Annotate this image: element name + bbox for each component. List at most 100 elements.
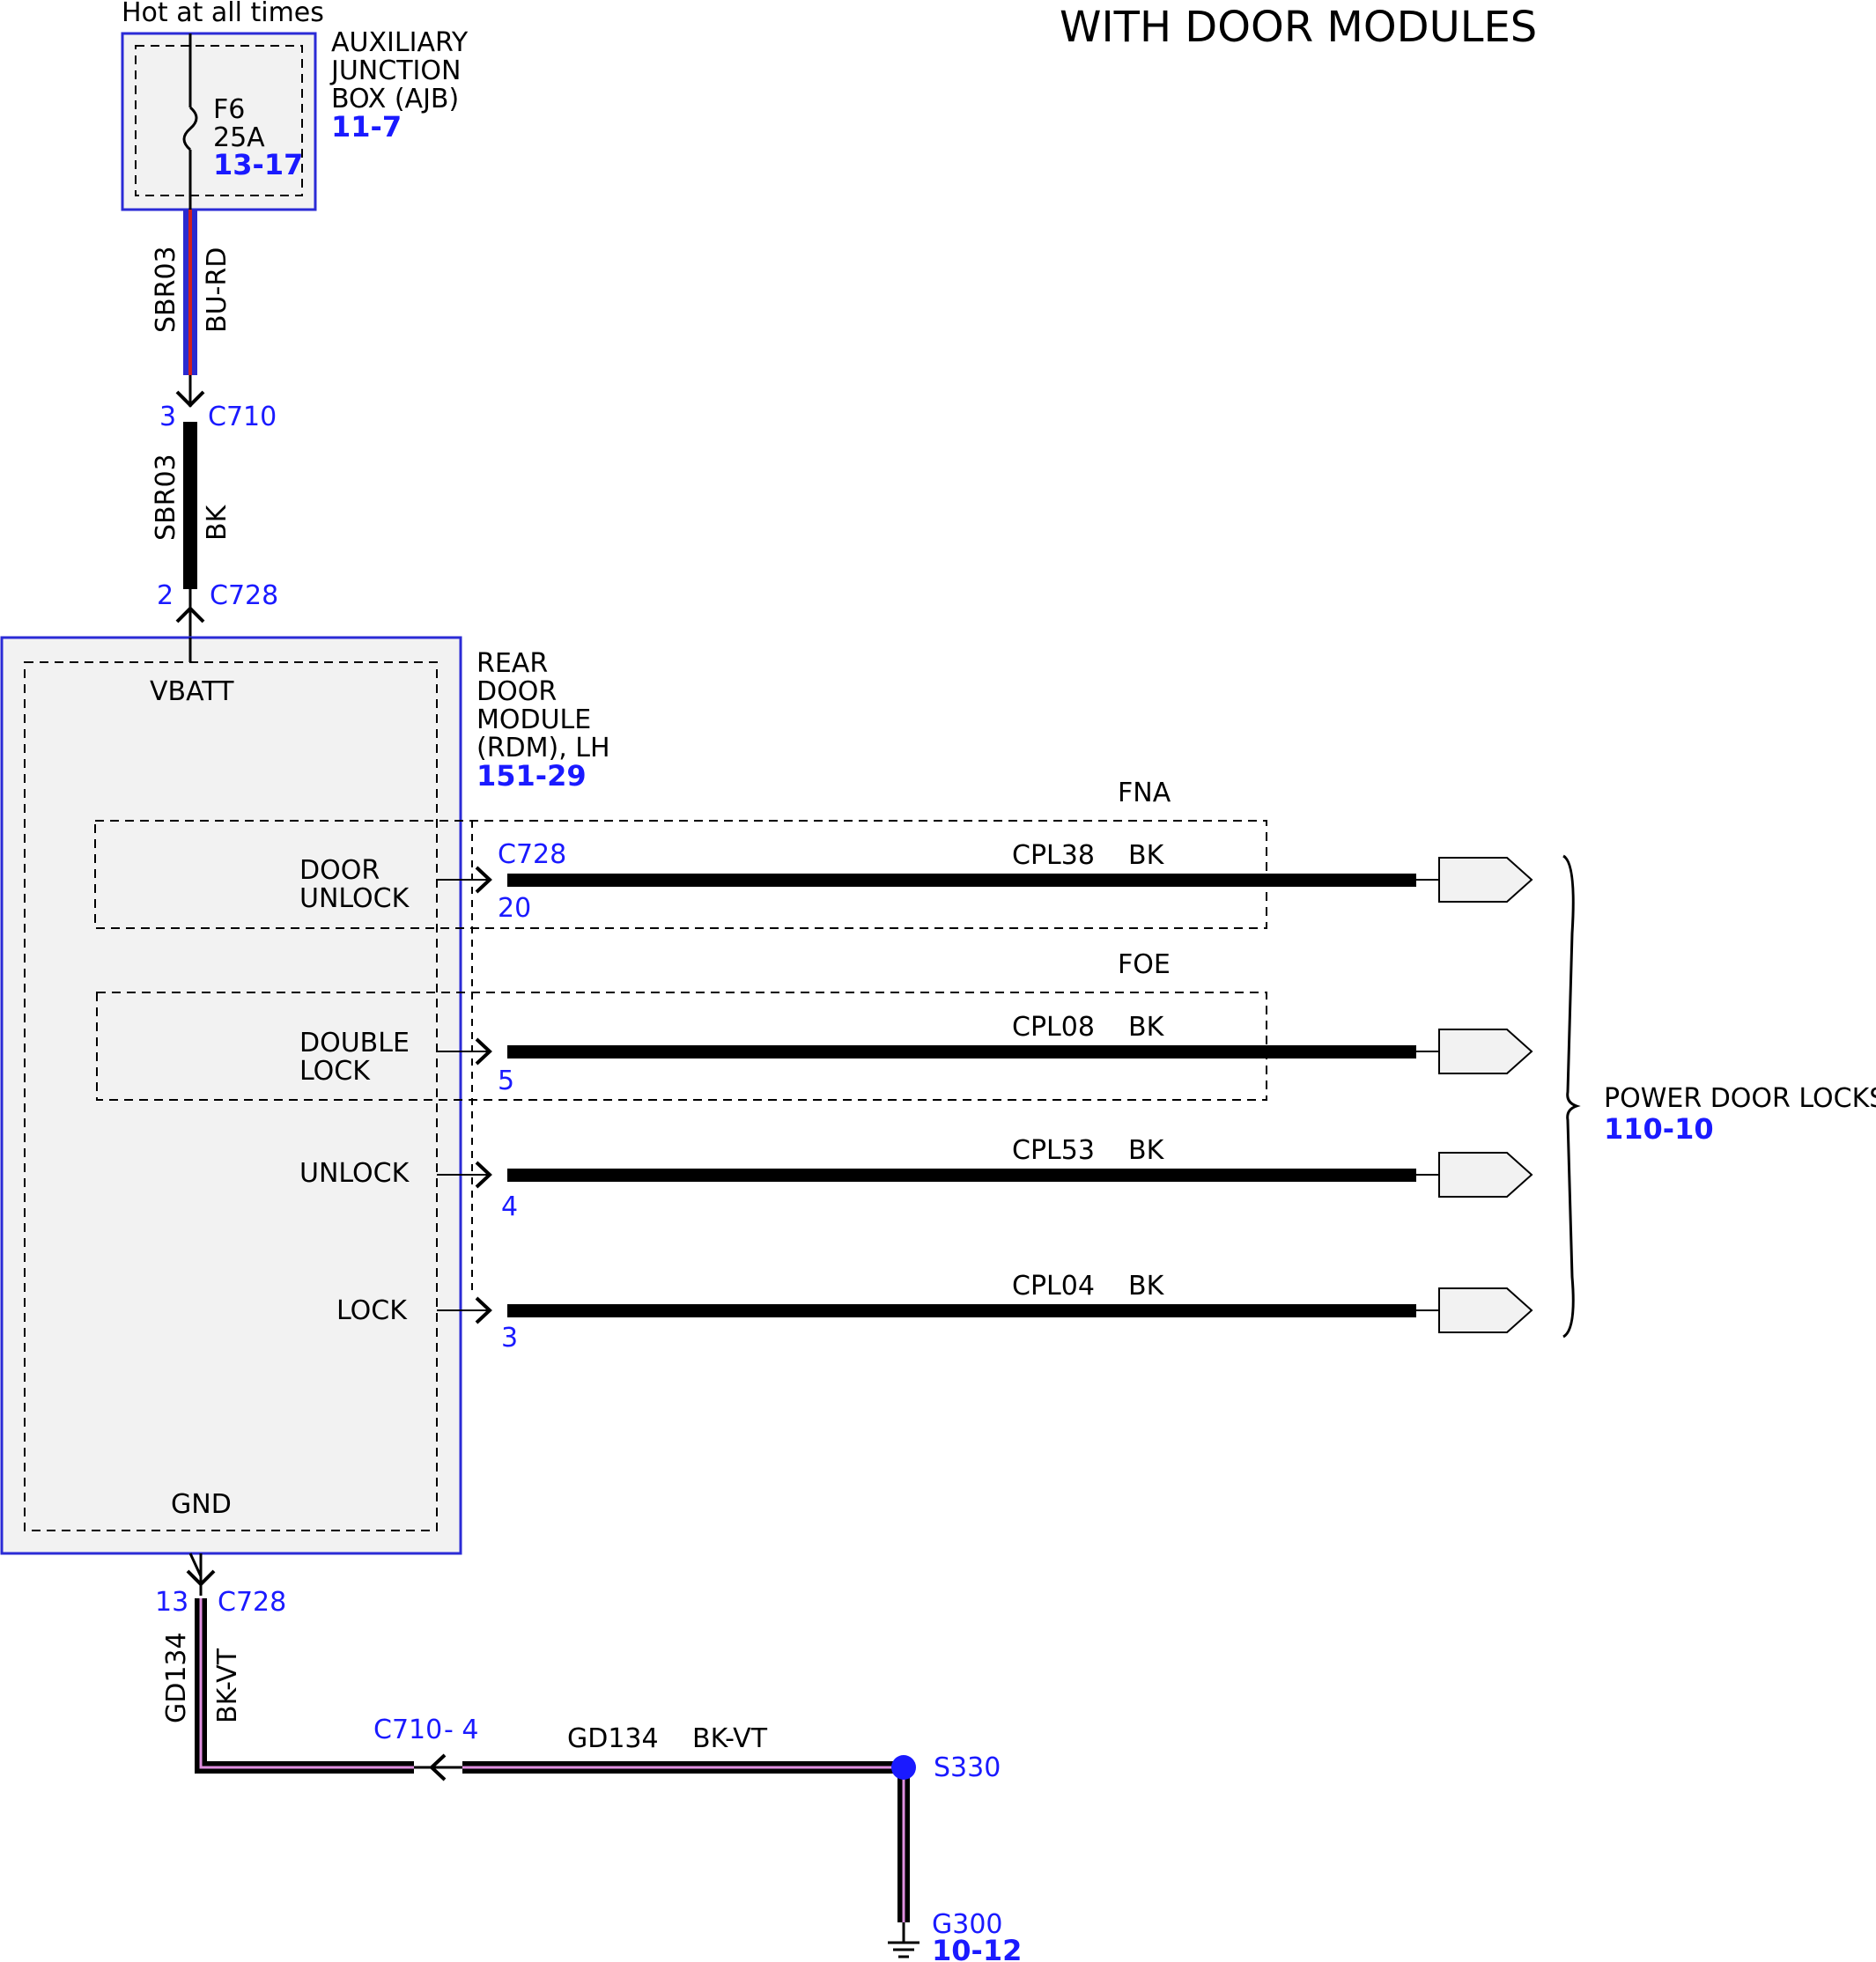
splice-dot-icon xyxy=(891,1755,916,1780)
output-lock-pin: 3 xyxy=(501,1323,518,1353)
auxiliary-junction-box: Hot at all times AUXILIARY JUNCTION BOX … xyxy=(121,0,469,211)
wire-gd134-horizontal-circuit: GD134 xyxy=(567,1723,659,1754)
connector-chevron-icon xyxy=(186,1569,216,1587)
wire-gd134-vertical-color: BK-VT xyxy=(212,1648,243,1723)
ajb-name-line-1: AUXILIARY xyxy=(331,27,469,58)
output-unlock-label: UNLOCK xyxy=(299,1158,410,1189)
output-lock: LOCK 3 CPL04 BK xyxy=(336,1271,1533,1353)
output-door-unlock-pin: 20 xyxy=(498,893,531,924)
output-unlock-pin: 4 xyxy=(501,1191,518,1222)
connector-c728-ground: 13 C728 xyxy=(155,1553,286,1618)
wire-cpl04-color: BK xyxy=(1128,1271,1165,1302)
output-double-lock-pin: 5 xyxy=(498,1066,514,1096)
wire-gd134-horizontal: GD134 BK-VT xyxy=(462,1723,903,1774)
ajb-ref: 11-7 xyxy=(331,110,402,144)
wire-gd134-horizontal-color: BK-VT xyxy=(692,1723,768,1754)
fuse-ref: 13-17 xyxy=(213,148,303,181)
fna-label: FNA xyxy=(1118,778,1171,808)
ajb-name-line-3: BOX (AJB) xyxy=(331,84,459,114)
diagram-title: WITH DOOR MODULES xyxy=(1060,3,1537,52)
connector-chevron-icon xyxy=(175,606,205,623)
wire-cpl08-circuit: CPL08 xyxy=(1012,1012,1095,1043)
connector-chevron-icon xyxy=(475,1037,492,1066)
rdm-name-line-4: (RDM), LH xyxy=(476,733,610,763)
c728-top-name: C728 xyxy=(210,580,278,611)
wire-sbr03-upper-circuit: SBR03 xyxy=(151,246,181,333)
wire-cpl38 xyxy=(507,874,1416,887)
output-unlock: UNLOCK 4 CPL53 BK xyxy=(299,1135,1533,1222)
wire-sbr03-lower-color: BK xyxy=(202,504,233,541)
c710-top-name: C710 xyxy=(208,402,277,432)
arrow-connector-icon xyxy=(1416,857,1533,903)
output-door-unlock-label-1: DOOR xyxy=(299,855,380,886)
destination-label: POWER DOOR LOCKS xyxy=(1604,1083,1876,1114)
rdm-outer-box xyxy=(0,636,462,1555)
wire-cpl38-color: BK xyxy=(1128,840,1165,871)
rdm-inner-box xyxy=(24,661,438,1531)
wire-cpl04-circuit: CPL04 xyxy=(1012,1271,1095,1302)
wire-cpl08-color: BK xyxy=(1128,1012,1165,1043)
ground-ref: 10-12 xyxy=(932,1934,1022,1962)
output-double-lock: DOUBLE LOCK 5 CPL08 BK xyxy=(299,1012,1533,1096)
arrow-connector-icon xyxy=(1416,1029,1533,1074)
wire-sbr03-lower-circuit: SBR03 xyxy=(151,454,181,541)
connector-chevron-icon xyxy=(429,1753,447,1781)
wire-cpl53-color: BK xyxy=(1128,1135,1165,1166)
option-foe: FOE xyxy=(96,949,1267,1101)
wire-sbr03-upper-color: BU-RD xyxy=(202,247,233,333)
wire-sbr03-bu-rd: SBR03 BU-RD xyxy=(151,210,233,375)
arrow-connector-icon xyxy=(1416,1152,1533,1198)
c728-output-connector-name: C728 xyxy=(498,839,566,870)
wire-cpl53 xyxy=(507,1169,1416,1182)
output-door-unlock-label-2: UNLOCK xyxy=(299,883,410,914)
foe-dashed-box xyxy=(96,992,1267,1101)
wire-cpl08 xyxy=(507,1045,1416,1058)
connector-chevron-icon xyxy=(475,1296,492,1324)
c710-gnd-name: C710 xyxy=(373,1715,442,1745)
splice-s330: S330 xyxy=(891,1752,1001,1922)
rdm-name-line-3: MODULE xyxy=(476,704,591,735)
ground-g300: G300 10-12 xyxy=(888,1909,1022,1962)
wire-gd134-vertical-circuit: GD134 xyxy=(161,1632,192,1723)
wire-cpl53-circuit: CPL53 xyxy=(1012,1135,1095,1166)
rdm-vbatt-label: VBATT xyxy=(150,676,234,707)
ajb-name-line-2: JUNCTION xyxy=(329,55,461,86)
c728-gnd-name: C728 xyxy=(218,1587,286,1618)
connector-chevron-icon xyxy=(475,1161,492,1189)
connector-c728-top: 2 C728 xyxy=(157,580,278,662)
c728-gnd-pin: 13 xyxy=(155,1587,188,1618)
splice-name: S330 xyxy=(934,1752,1001,1783)
rdm-gnd-label: GND xyxy=(171,1489,232,1520)
connector-c710-ground: C710 - 4 xyxy=(373,1715,478,1781)
destination-ref: 110-10 xyxy=(1604,1112,1714,1146)
output-double-lock-label-2: LOCK xyxy=(299,1056,371,1087)
connector-chevron-icon xyxy=(475,866,492,894)
output-door-unlock: DOOR UNLOCK 20 CPL38 BK xyxy=(299,840,1533,924)
ajb-outer-box xyxy=(121,32,317,211)
fna-dashed-box xyxy=(94,820,1267,929)
wire-gd134-vertical: GD134 BK-VT xyxy=(161,1598,414,1774)
c728-top-pin: 2 xyxy=(157,580,174,611)
fuse-symbol xyxy=(182,106,198,151)
ground-name: G300 xyxy=(932,1909,1003,1940)
connector-chevron-icon xyxy=(175,390,205,408)
foe-label: FOE xyxy=(1118,949,1171,980)
ajb-inner-box xyxy=(135,45,303,196)
fuse-rating: 25A xyxy=(213,122,265,153)
arrow-connector-icon xyxy=(1416,1287,1533,1333)
c710-gnd-pin: - 4 xyxy=(444,1715,478,1745)
wire-cpl04 xyxy=(507,1304,1416,1317)
rear-door-module: VBATT GND REAR DOOR MODULE (RDM), LH 151… xyxy=(0,636,610,1555)
output-lock-label: LOCK xyxy=(336,1295,408,1326)
wire-sbr03-bk: SBR03 BK xyxy=(151,422,233,589)
power-source-label: Hot at all times xyxy=(122,0,324,28)
option-fna: FNA xyxy=(94,778,1267,929)
output-double-lock-label-1: DOUBLE xyxy=(299,1028,410,1058)
rdm-ref: 151-29 xyxy=(476,759,587,793)
connector-c710-top: 3 C710 xyxy=(159,375,277,432)
rdm-name-line-2: DOOR xyxy=(476,676,557,707)
fuse-id: F6 xyxy=(213,94,245,125)
c710-top-pin: 3 xyxy=(159,402,176,432)
destination-brace xyxy=(1562,854,1581,1339)
